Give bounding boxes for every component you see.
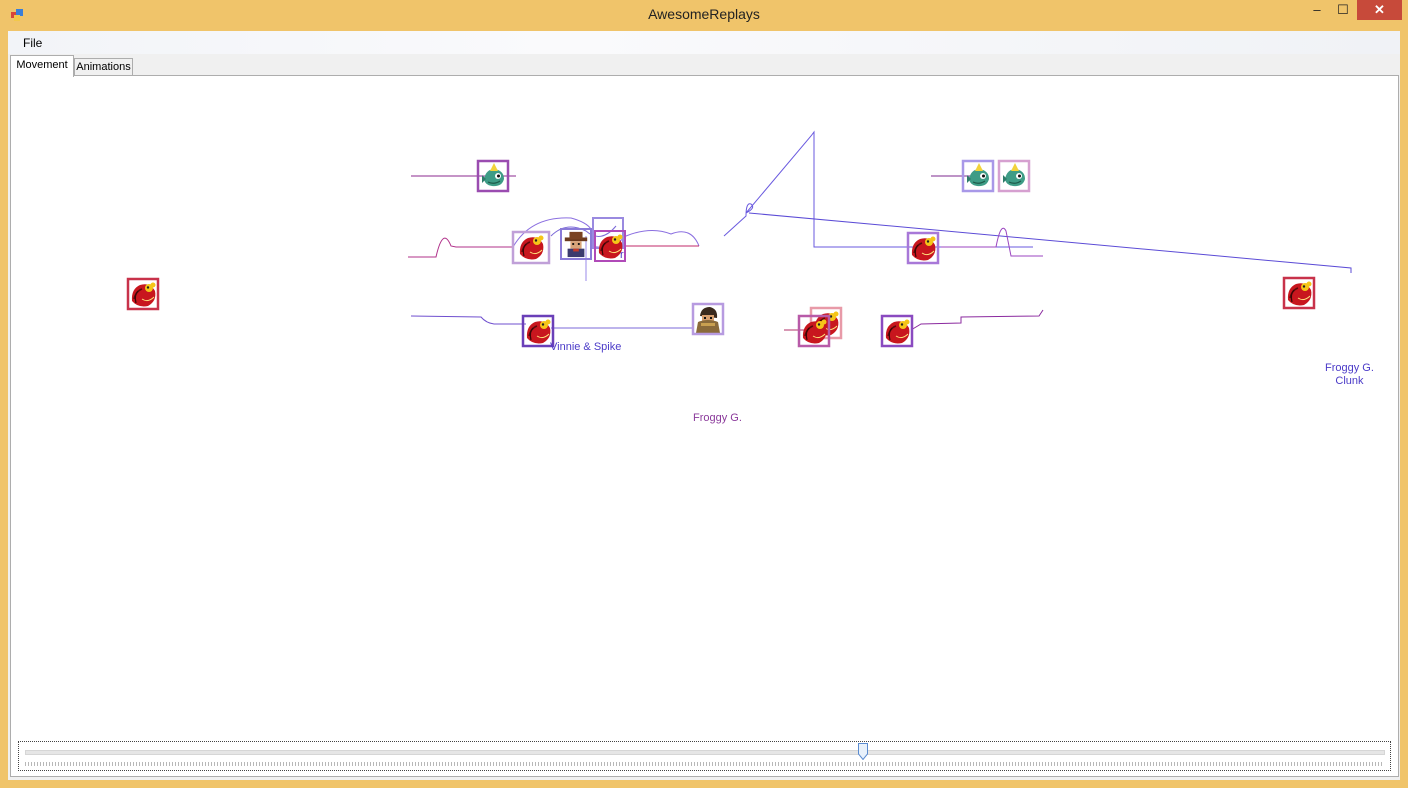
- player-marker[interactable]: [592, 217, 626, 262]
- player-label-froggy: Froggy G.: [693, 412, 742, 424]
- player-marker[interactable]: [906, 231, 940, 265]
- player-marker[interactable]: [961, 159, 995, 193]
- player-marker[interactable]: [1282, 276, 1316, 310]
- player-marker[interactable]: [797, 314, 831, 348]
- window-title: AwesomeReplays: [648, 6, 760, 22]
- slider-ticks: [25, 762, 1383, 766]
- menu-file[interactable]: File: [23, 36, 43, 50]
- player-label-line-1: Froggy G.: [1325, 362, 1374, 374]
- player-marker[interactable]: [560, 228, 592, 260]
- movement-path: [408, 237, 513, 258]
- tab-movement[interactable]: Movement: [10, 55, 74, 77]
- player-marker[interactable]: [126, 277, 160, 311]
- player-marker[interactable]: [691, 302, 725, 336]
- tab-animations[interactable]: Animations: [74, 58, 133, 76]
- close-button[interactable]: ✕: [1357, 0, 1402, 20]
- minimize-button[interactable]: –: [1313, 2, 1321, 17]
- timeline-slider[interactable]: [18, 741, 1391, 771]
- title-bar[interactable]: AwesomeReplays – ☐ ✕: [0, 0, 1408, 30]
- replay-canvas[interactable]: [11, 76, 1398, 776]
- menu-bar: File: [8, 31, 1400, 54]
- movement-path: [941, 227, 1043, 257]
- movement-panel: r Vinnie & Spike Froggy G. Froggy G. Clu…: [10, 75, 1399, 777]
- maximize-button[interactable]: ☐: [1337, 2, 1349, 17]
- player-marker[interactable]: [511, 230, 551, 265]
- player-marker[interactable]: [476, 159, 510, 193]
- player-marker[interactable]: [880, 314, 914, 348]
- slider-track: [25, 750, 1385, 755]
- player-marker[interactable]: [997, 159, 1031, 193]
- slider-thumb-icon[interactable]: [857, 743, 868, 760]
- movement-path: [410, 315, 526, 325]
- player-label-froggy-clunk: Froggy G. Clunk: [1325, 362, 1374, 388]
- client-area: File Movement Animations: [8, 31, 1400, 780]
- app-icon: [11, 9, 23, 21]
- player-label-partial: r: [620, 249, 624, 261]
- movement-path: [910, 309, 1044, 331]
- movement-path: [723, 130, 1033, 248]
- player-label-line-2: Clunk: [1335, 375, 1364, 387]
- movement-path: [748, 212, 1352, 273]
- player-marker[interactable]: [521, 314, 555, 348]
- player-label-vinnie: Vinnie & Spike: [550, 341, 622, 353]
